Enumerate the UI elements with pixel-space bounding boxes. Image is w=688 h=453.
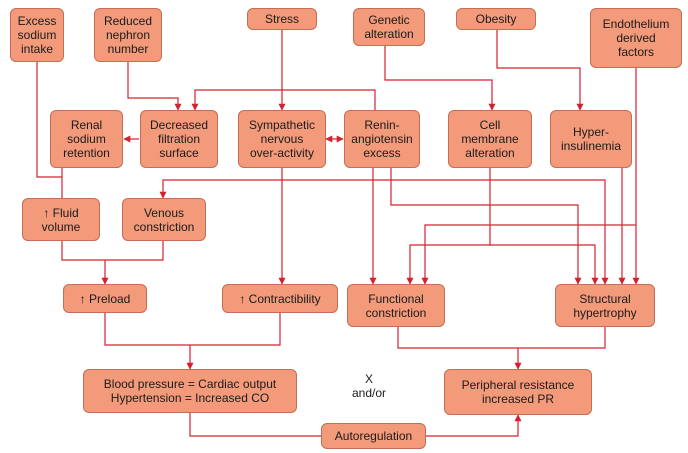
link-fluid-venous-to-preload — [61, 241, 164, 284]
node-cell-membrane-alteration: Cell membrane alteration — [448, 110, 532, 168]
node-endothelium-derived-factors: Endothelium derived factors — [590, 8, 682, 68]
node-contractibility: ↑ Contractibility — [222, 284, 338, 313]
node-reduced-nephron-number: Reduced nephron number — [94, 8, 162, 62]
link-bp-to-autoregulation — [189, 413, 321, 437]
link-renin-to-structural — [390, 168, 582, 285]
operator-label: X and/or — [351, 372, 387, 400]
link-cell-to-functional — [406, 168, 491, 285]
node-genetic-alteration: Genetic alteration — [353, 8, 425, 46]
link-sympathetic-to-structural — [282, 179, 609, 285]
link-nephron-to-filtration — [127, 62, 182, 111]
node-obesity: Obesity — [456, 8, 536, 30]
node-renal-sodium-retention: Renal sodium retention — [50, 110, 123, 168]
node-excess-sodium-intake: Excess sodium intake — [10, 8, 64, 62]
node-peripheral-resistance: Peripheral resistance increased PR — [444, 369, 592, 415]
link-autoregulation-to-peripheral — [426, 414, 522, 437]
link-sodium-intake-to-fluid-line — [36, 62, 62, 178]
node-fluid-volume: ↑ Fluid volume — [22, 198, 100, 241]
node-hyperinsulinemia: Hyper- insulinemia — [550, 110, 632, 168]
link-endothelium-to-functional — [421, 224, 636, 285]
node-renin-angiotensin-excess: Renin- angiotensin excess — [344, 110, 420, 168]
node-decreased-filtration-surface: Decreased filtration surface — [140, 110, 218, 168]
link-obesity-to-hyperinsulinemia — [496, 29, 584, 111]
node-blood-pressure: Blood pressure = Cardiac output Hyperten… — [83, 369, 297, 413]
node-venous-constriction: Venous constriction — [122, 198, 206, 241]
node-structural-hypertrophy: Structural hypertrophy — [555, 284, 655, 327]
node-functional-constriction: Functional constriction — [347, 284, 445, 327]
link-genetic-to-cell-membrane — [384, 46, 496, 111]
link-cardiac-to-blood-pressure — [104, 313, 281, 369]
node-stress: Stress — [247, 8, 317, 30]
link-renin-to-filtration — [191, 89, 376, 111]
link-cell-to-structural — [490, 244, 599, 285]
link-vascular-to-peripheral — [397, 327, 606, 369]
node-autoregulation: Autoregulation — [321, 423, 426, 449]
link-sympathetic-to-venous — [159, 168, 283, 199]
node-sympathetic-overactivity: Sympathetic nervous over-activity — [238, 110, 326, 168]
node-preload: ↑ Preload — [63, 284, 147, 313]
